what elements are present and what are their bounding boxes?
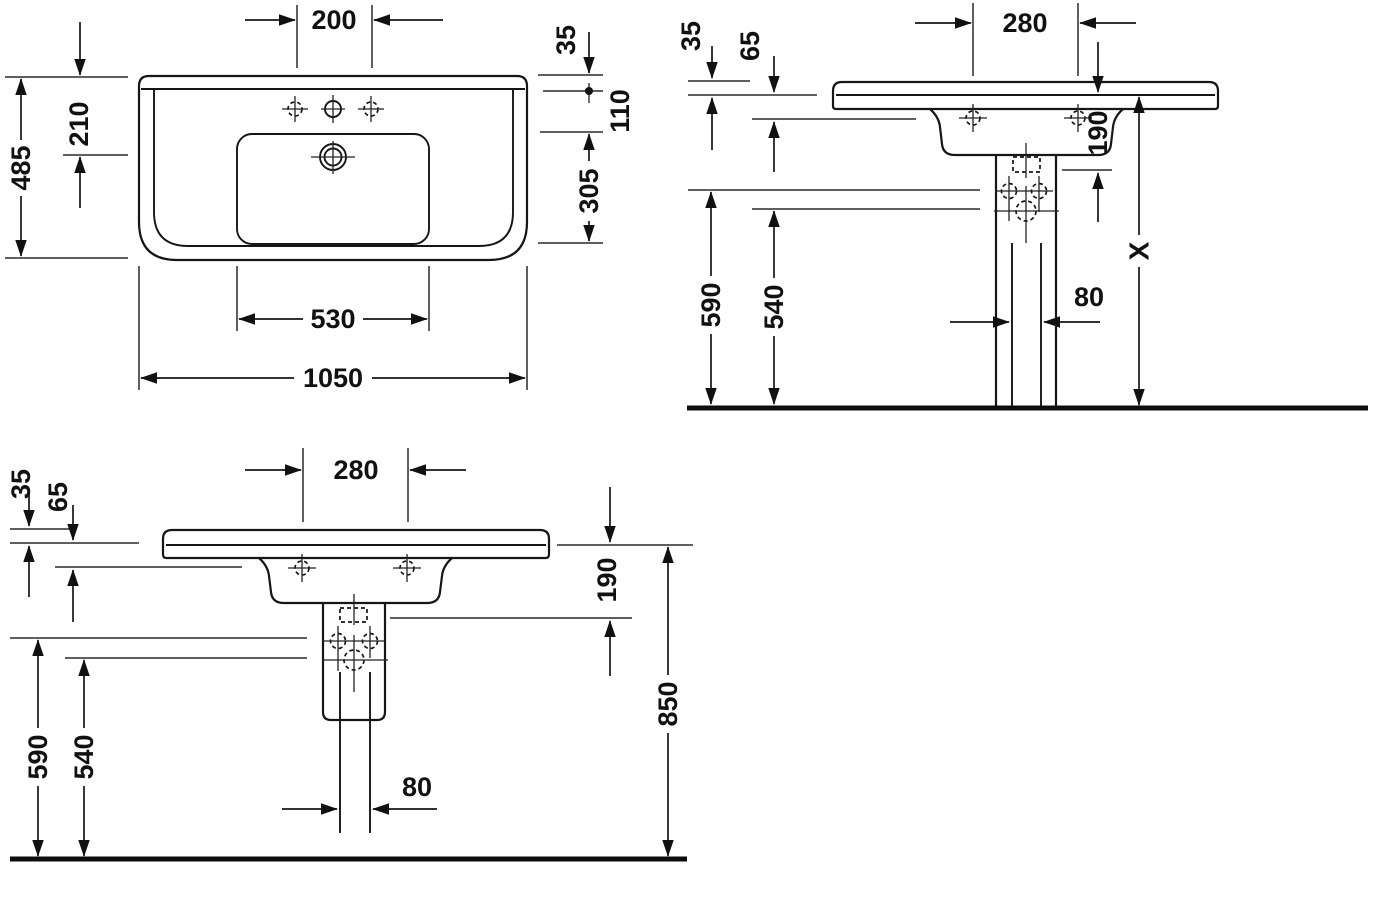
dim-tap-spacing-label: 200	[311, 5, 356, 35]
dim-rim-to-fixing-label: 190	[1083, 110, 1113, 155]
tap-hole-left-icon	[282, 96, 308, 122]
dim-front-height-label: 65	[735, 31, 765, 61]
dim-overall-width-label: 1050	[303, 363, 363, 393]
dim-overall-height-label: 850	[653, 681, 683, 726]
dim-height-540-label: 540	[69, 734, 99, 779]
pedestal-sides	[994, 153, 1058, 408]
dim-front-height-label: 65	[43, 482, 73, 512]
drain-pipe-lines	[339, 672, 371, 833]
dim-fixing-spacing-label: 280	[1002, 8, 1047, 38]
dim-height-590-label: 590	[696, 282, 726, 327]
tap-hole-center-icon	[321, 95, 345, 123]
dim-pipe-width-label: 80	[1074, 282, 1104, 312]
dim-drain-offset-label: 210	[64, 101, 94, 146]
dim-tap-to-basin-label: 110	[605, 89, 635, 133]
reference-dot	[585, 87, 593, 95]
fixing-hole-right-icon	[393, 554, 421, 582]
fixing-hole-left-icon	[288, 554, 316, 582]
dim-pipe-width-label: 80	[402, 772, 432, 802]
slab-outline	[161, 528, 551, 560]
side-view-semi-pedestal: 280 35 65 190 850 590 540 80	[6, 448, 693, 862]
dim-overall-depth-label: 485	[6, 145, 36, 190]
basin-inner-rim	[153, 89, 514, 247]
siphon-cover	[321, 601, 387, 722]
plan-view: 200 35 110 305 485 210 530 1050	[5, 5, 635, 393]
drain-pipe-lines	[1011, 243, 1042, 406]
fixing-hole-right-icon	[1064, 104, 1092, 132]
dim-height-540-label: 540	[759, 284, 789, 329]
dim-rim-edge-label: 35	[676, 21, 706, 51]
dim-rim-edge-label: 35	[551, 25, 581, 55]
fixing-hole-left-icon	[959, 104, 987, 132]
dim-basin-length-label: 305	[574, 168, 604, 213]
basin-inner-bowl	[236, 133, 430, 245]
dim-rim-edge-label: 35	[6, 469, 36, 499]
drain-icon	[311, 141, 355, 174]
dim-overall-height-label: X	[1124, 241, 1155, 260]
dim-fixing-spacing-label: 280	[333, 455, 378, 485]
dim-rim-to-fixing-label: 190	[592, 557, 622, 602]
basin-outer-outline	[137, 74, 529, 262]
dim-basin-width-label: 530	[310, 304, 355, 334]
slab-outline	[831, 80, 1220, 111]
tap-hole-right-icon	[358, 96, 384, 122]
side-view-pedestal: 280 35 65 190 X 590 540 80	[676, 3, 1368, 411]
dim-height-590-label: 590	[23, 734, 53, 779]
bowl-profile	[257, 556, 454, 605]
